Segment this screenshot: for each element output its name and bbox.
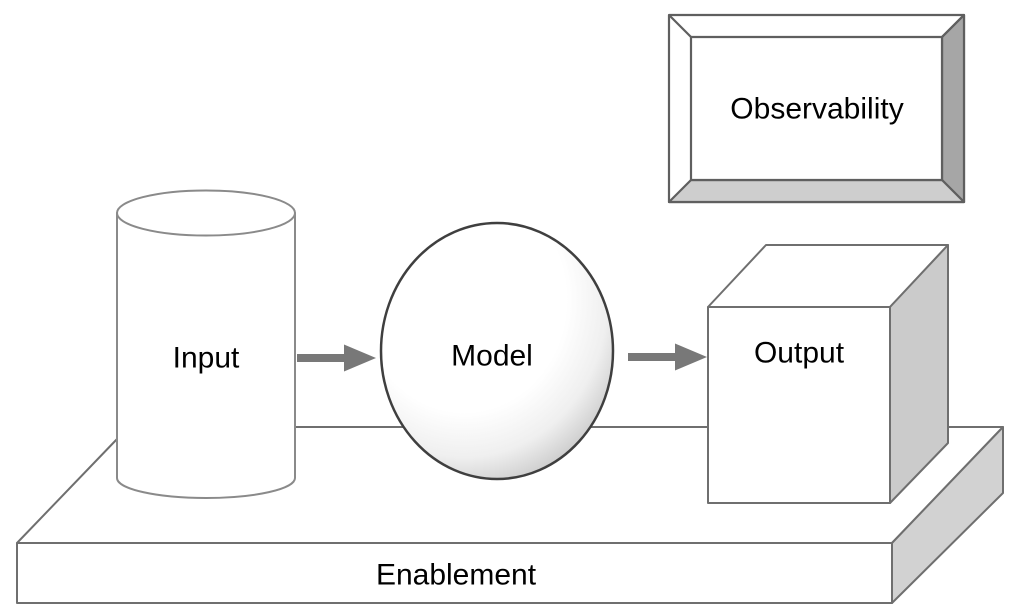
output-label: Output	[754, 337, 845, 370]
platform-front-face	[16, 542, 893, 604]
arrow-model-to-output	[628, 343, 707, 371]
cylinder-body	[116, 212, 296, 499]
arrow-head-icon	[344, 344, 376, 372]
arrow-input-to-model	[297, 344, 376, 372]
enablement-label: Enablement	[376, 559, 537, 592]
output-cube: Output	[707, 244, 949, 504]
model-label: Model	[451, 340, 533, 373]
sphere	[379, 221, 615, 481]
frame-corner-topright	[941, 14, 965, 38]
model-sphere: Model	[379, 221, 615, 481]
cube-front-face	[707, 306, 891, 504]
frame-bottom-bevel	[667, 178, 966, 204]
observability-label: Observability	[730, 93, 903, 126]
frame-inner	[689, 35, 944, 182]
observability-frame: Observability	[667, 13, 966, 204]
frame-right-bevel	[940, 13, 966, 204]
input-label: Input	[173, 342, 240, 375]
cylinder-top	[116, 189, 296, 237]
frame-corner-topleft	[668, 14, 692, 38]
input-cylinder: Input	[116, 189, 296, 499]
arrow-head-icon	[675, 343, 707, 371]
